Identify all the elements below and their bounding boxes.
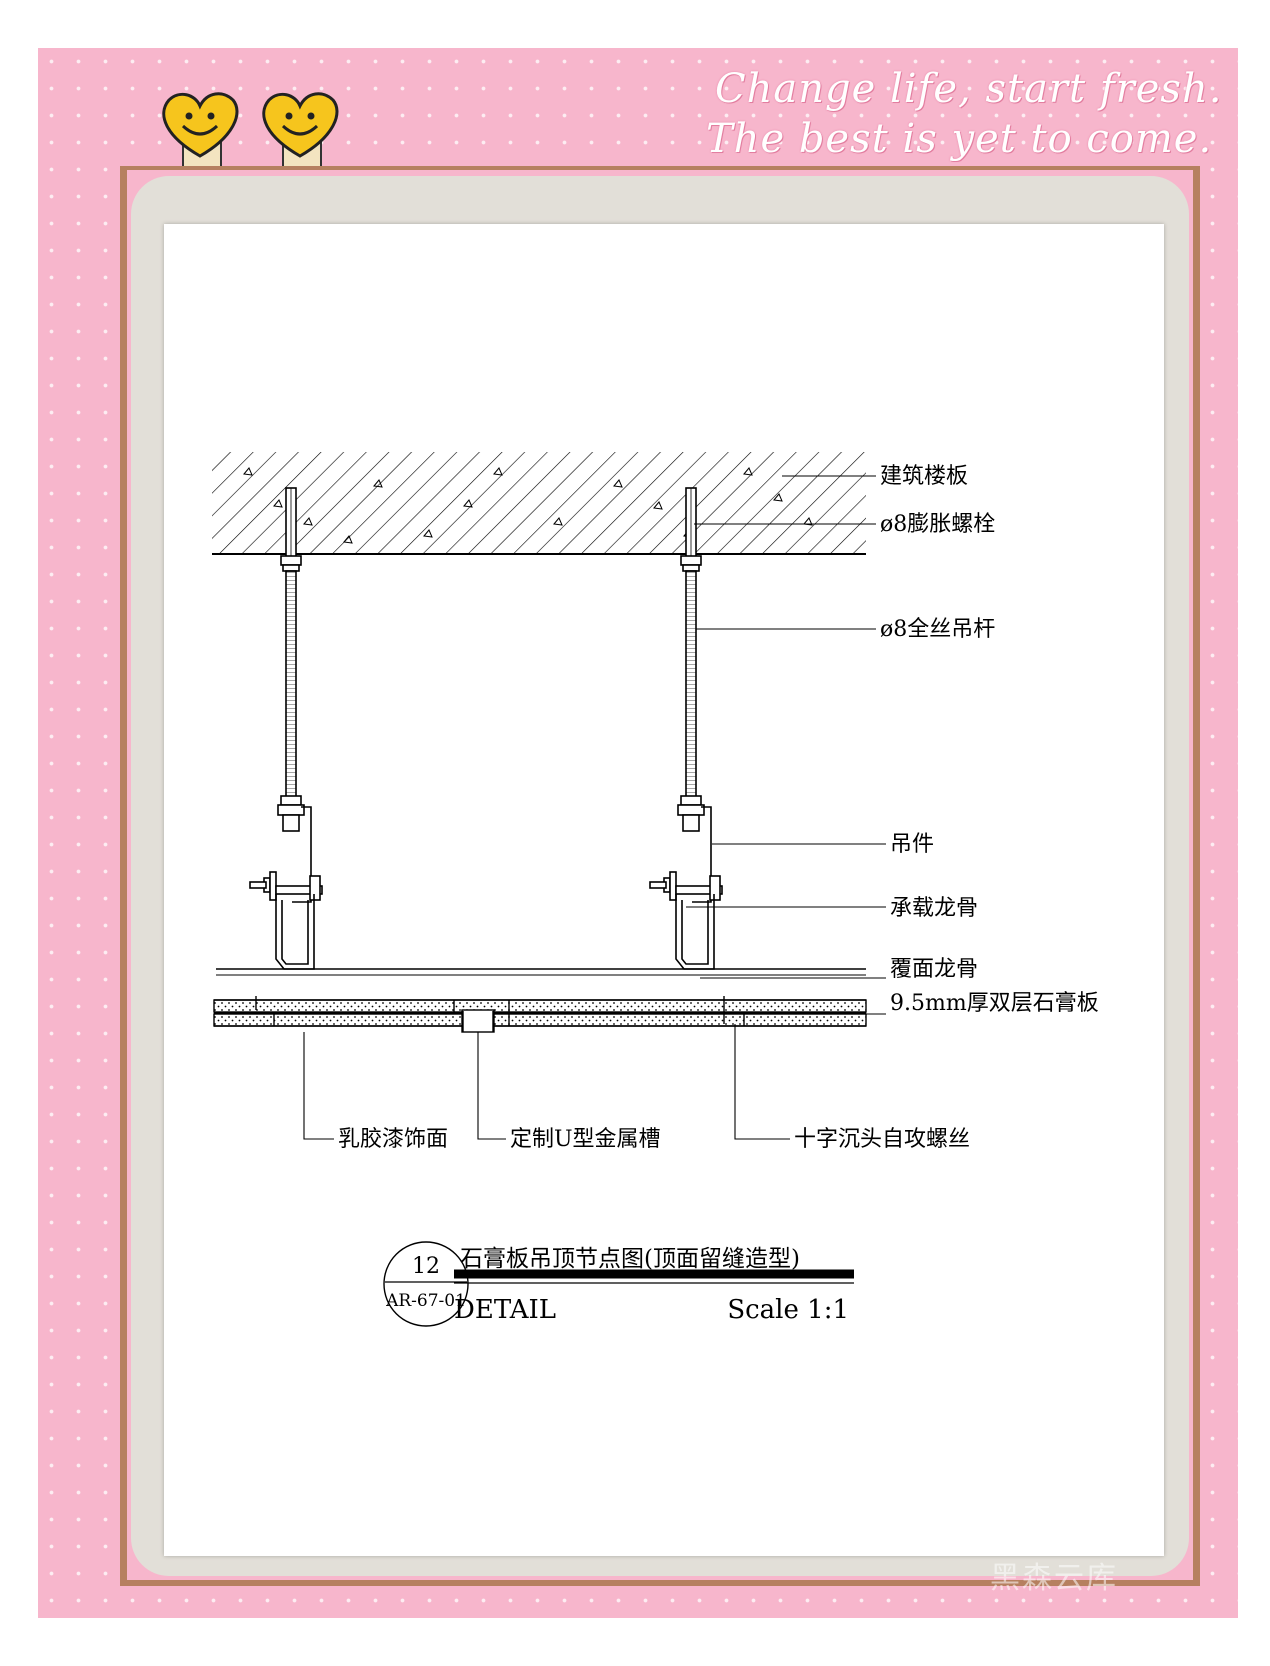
label-anchor-bolt: ø8膨胀螺栓 xyxy=(880,512,995,537)
label-latex-paint: 乳胶漆饰面 xyxy=(338,1127,448,1152)
label-hanger: 吊件 xyxy=(890,832,934,857)
watermark: 黑森云库 xyxy=(990,1561,1118,1596)
slogan-line-1: Change life, start fresh. xyxy=(715,66,1223,112)
label-gypsum-board: 9.5mm厚双层石膏板 xyxy=(890,991,1099,1016)
gypsum-board-double xyxy=(213,996,867,1033)
detail-title: 石膏板吊顶节点图(顶面留缝造型) xyxy=(460,1246,800,1272)
left-hanger-assembly xyxy=(249,487,323,970)
smiley-heart-icon-2 xyxy=(262,92,339,169)
scale-label: Scale 1:1 xyxy=(727,1295,849,1325)
right-hanger-assembly xyxy=(649,487,723,970)
detail-label: DETAIL xyxy=(454,1295,556,1325)
label-cover-keel: 覆面龙骨 xyxy=(890,957,978,982)
label-building-slab: 建筑楼板 xyxy=(880,464,968,489)
label-self-tapping-screw: 十字沉头自攻螺丝 xyxy=(794,1127,970,1152)
detail-number: 12 xyxy=(412,1254,440,1279)
ceiling-node-diagram: 建筑楼板 ø8膨胀螺栓 ø8全丝吊杆 吊件 承载龙骨 覆面龙骨 9.5mm厚双层… xyxy=(212,452,1099,1327)
label-u-groove: 定制U型金属槽 xyxy=(510,1127,661,1152)
leader-lines xyxy=(303,475,886,1140)
smiley-heart-icon-1 xyxy=(162,92,239,169)
sheet-reference: AR-67-01 xyxy=(385,1291,466,1311)
cover-keel xyxy=(216,968,866,976)
building-slab xyxy=(212,452,866,555)
title-block: 12 AR-67-01 石膏板吊顶节点图(顶面留缝造型) DETAIL Scal… xyxy=(383,1241,854,1327)
slogan-line-2: The best is yet to come. xyxy=(706,116,1213,162)
label-main-keel: 承载龙骨 xyxy=(890,896,978,921)
label-hanger-rod: ø8全丝吊杆 xyxy=(880,617,995,642)
smiley-hearts xyxy=(162,92,339,169)
